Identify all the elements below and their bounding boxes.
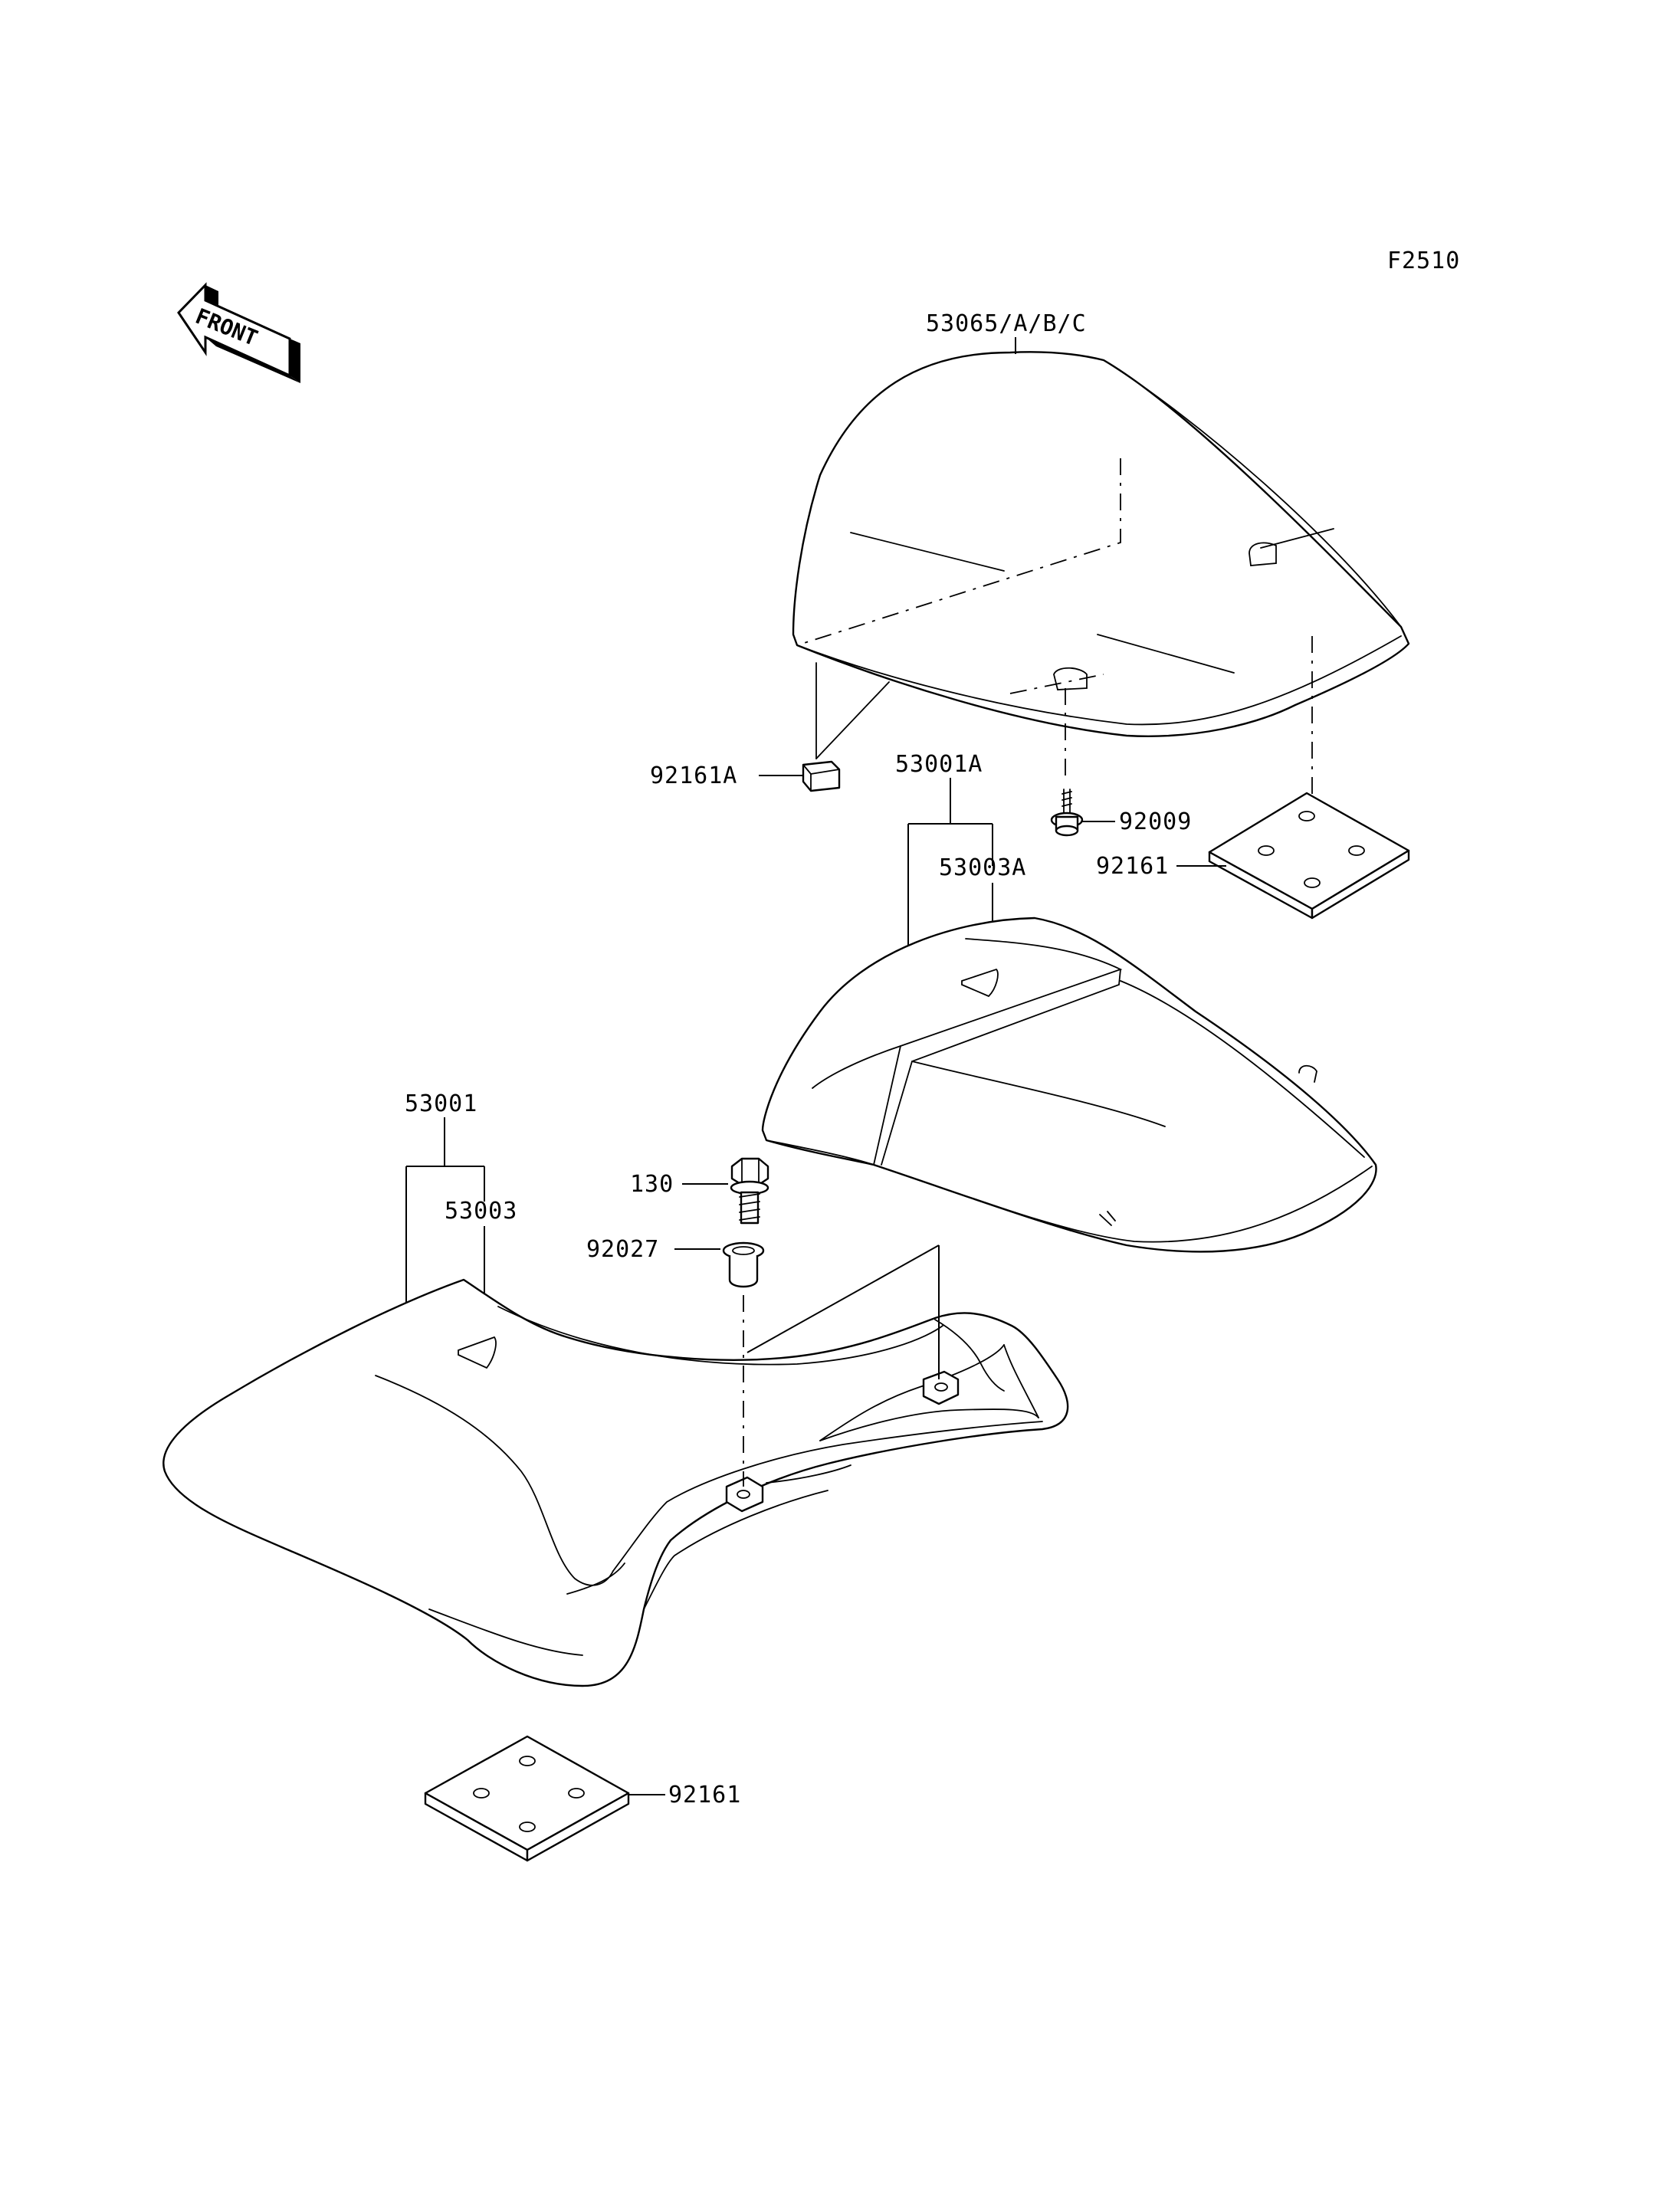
- damper-plate-upper-drawing: [1208, 792, 1410, 920]
- label-92161A: 92161A: [650, 762, 737, 789]
- label-53001: 53001: [405, 1090, 477, 1117]
- collar-92027-drawing: [722, 1241, 765, 1288]
- front-seat-tabs: [725, 1370, 960, 1513]
- label-53003A: 53003A: [939, 854, 1026, 881]
- label-92027: 92027: [586, 1236, 659, 1263]
- damper-plate-lower-drawing: [424, 1735, 630, 1862]
- figure-code: F2510: [1387, 248, 1460, 274]
- front-seat-drawing: [162, 1278, 1069, 1687]
- label-130: 130: [630, 1171, 674, 1198]
- label-53001A: 53001A: [895, 751, 983, 778]
- label-53003: 53003: [445, 1198, 517, 1225]
- label-92161-lower: 92161: [668, 1782, 741, 1808]
- front-arrow-icon: FRONT: [177, 282, 300, 383]
- label-53065: 53065/A/B/C: [926, 310, 1087, 337]
- label-92009: 92009: [1119, 808, 1192, 835]
- bolt-130-drawing: [730, 1157, 769, 1225]
- bolt-92009-drawing: [1050, 789, 1084, 837]
- rear-seat-drawing: [761, 917, 1377, 1253]
- label-92161-upper: 92161: [1096, 853, 1169, 880]
- damper-small-drawing: [802, 760, 841, 792]
- seat-cover-drawing: [792, 351, 1410, 737]
